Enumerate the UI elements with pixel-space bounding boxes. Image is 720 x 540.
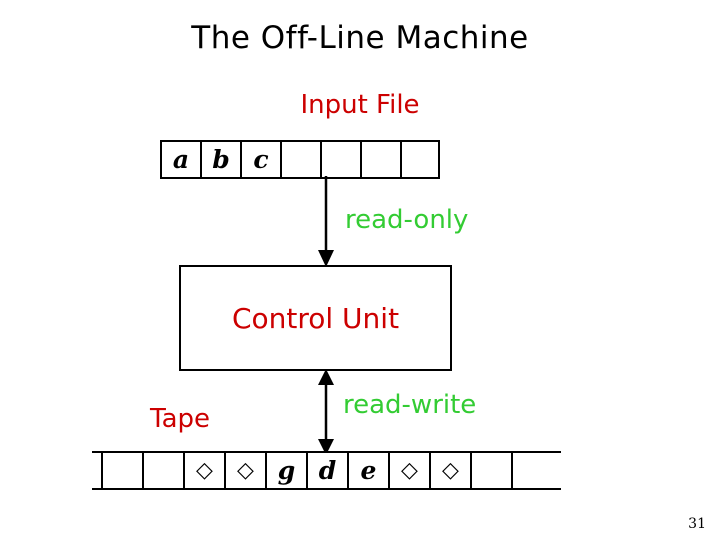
tape-cell	[92, 453, 101, 488]
tape-cell: d	[306, 453, 347, 488]
tape-cell: g	[265, 453, 306, 488]
tape-cell: c	[240, 142, 280, 177]
input-file-label: Input File	[300, 90, 420, 120]
tape-cell: ◇	[388, 453, 429, 488]
page-number: 31	[688, 516, 706, 532]
read-only-label: read-only	[345, 205, 469, 235]
tape-cell: a	[160, 142, 200, 177]
tape-cell	[400, 142, 440, 177]
tape-cell-symbol: a	[172, 145, 190, 174]
tape-cell-symbol: ◇	[196, 457, 213, 483]
tape-cell-symbol: b	[212, 145, 230, 174]
tape-cell-symbol: d	[318, 456, 337, 485]
tape-cell	[142, 453, 183, 488]
control-unit-label: Control Unit	[231, 301, 400, 335]
tape-cell	[280, 142, 320, 177]
tape-cell: e	[347, 453, 388, 488]
tape-cell: ◇	[183, 453, 224, 488]
read-write-arrow-icon	[318, 369, 334, 455]
tape-cell-symbol: e	[360, 456, 377, 485]
read-write-label: read-write	[343, 390, 477, 420]
input-file-tape: a b c	[160, 140, 440, 179]
page-title: The Off-Line Machine	[191, 20, 529, 56]
control-unit-box: Control Unit	[179, 265, 452, 371]
tape-cell-symbol: g	[277, 456, 296, 485]
tape-cell	[511, 453, 552, 488]
tape-cell: b	[200, 142, 240, 177]
work-tape: ◇ ◇ g d e ◇ ◇	[92, 451, 561, 490]
read-only-arrow-icon	[318, 176, 334, 267]
tape-label: Tape	[150, 404, 211, 434]
tape-cell	[320, 142, 360, 177]
tape-cell	[470, 453, 511, 488]
tape-cell-symbol: ◇	[237, 457, 254, 483]
tape-cell-symbol: ◇	[442, 457, 459, 483]
tape-cell	[360, 142, 400, 177]
tape-cell	[101, 453, 142, 488]
tape-cell: ◇	[429, 453, 470, 488]
tape-cell	[552, 453, 561, 488]
tape-cell-symbol: ◇	[401, 457, 418, 483]
tape-cell-symbol: c	[253, 145, 269, 174]
tape-cell: ◇	[224, 453, 265, 488]
